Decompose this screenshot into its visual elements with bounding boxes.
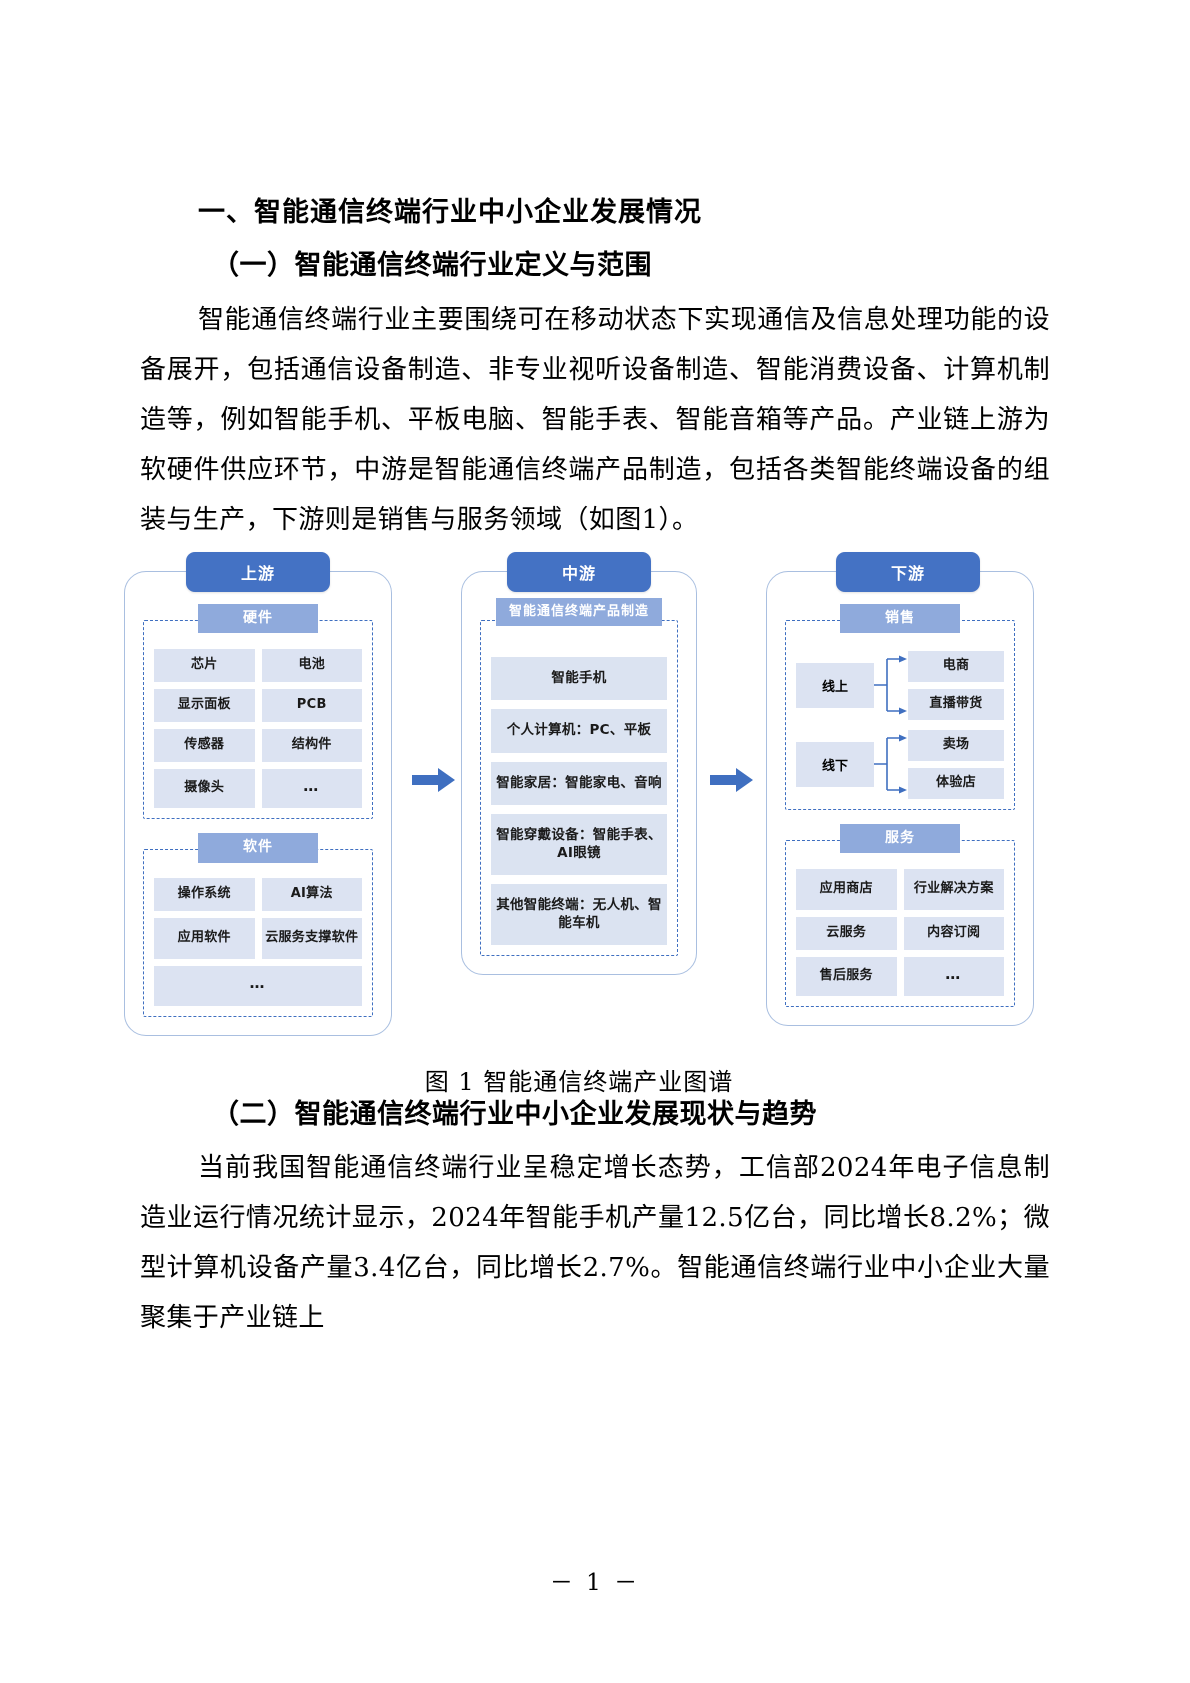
cell-item: 智能家居：智能家电、音响 xyxy=(491,761,667,806)
cell-item: 云服务 xyxy=(796,916,897,950)
cell-item: 电池 xyxy=(261,648,362,682)
diagram-container: 上游 硬件 芯片 电池 显示面板 PCB 传感器 结构件 摄像头 … xyxy=(124,551,1034,1036)
cell-item: 卖场 xyxy=(908,729,1004,761)
cell-item: AI算法 xyxy=(261,878,362,912)
group-label-product-manufacturing: 智能通信终端产品制造 xyxy=(496,597,662,626)
sub-heading-status-trend: （二）智能通信终端行业中小企业发展现状与趋势 xyxy=(212,1098,817,1130)
service-cell-grid: 应用商店 行业解决方案 云服务 内容订阅 售后服务 … xyxy=(796,868,1004,997)
branch-connector xyxy=(874,651,908,720)
cell-item: 直播带货 xyxy=(908,688,1004,720)
stage-label-upstream: 上游 xyxy=(186,551,330,592)
flow-arrow-upstream-to-midstream xyxy=(412,767,455,792)
group-software: 软件 操作系统 AI算法 应用软件 云服务支撑软件 … xyxy=(143,833,373,1017)
cell-item: PCB xyxy=(261,688,362,722)
branch-online: 线上 电商 直播带货 xyxy=(796,650,1004,720)
cell-item: 其他智能终端：无人机、智能车机 xyxy=(491,884,667,946)
cell-item: 售后服务 xyxy=(796,956,897,997)
group-label-hardware: 硬件 xyxy=(198,603,318,634)
stage-label-downstream: 下游 xyxy=(835,551,980,592)
figure-caption: 图 1 智能通信终端产业图谱 xyxy=(424,1067,734,1096)
cell-item: 云服务支撑软件 xyxy=(261,918,362,960)
group-sales: 销售 线上 电商 直播带货 xyxy=(785,603,1015,810)
cell-item: 内容订阅 xyxy=(903,916,1004,950)
cell-item-ellipsis: … xyxy=(154,966,362,1006)
cell-item: 个人计算机：PC、平板 xyxy=(491,709,667,753)
group-service: 服务 应用商店 行业解决方案 云服务 内容订阅 售后服务 … xyxy=(785,823,1015,1008)
paragraph-status-trend: 当前我国智能通信终端行业呈稳定增长态势，工信部2024年电子信息制造业运行情况统… xyxy=(140,1152,1050,1333)
page-number: － 1 － xyxy=(549,1570,641,1596)
figure-industry-map: 上游 硬件 芯片 电池 显示面板 PCB 传感器 结构件 摄像头 … xyxy=(124,551,1034,1097)
group-label-software: 软件 xyxy=(198,833,318,863)
software-cell-grid: 操作系统 AI算法 应用软件 云服务支撑软件 … xyxy=(154,878,362,1006)
cell-item: 显示面板 xyxy=(154,688,255,722)
cell-item: 行业解决方案 xyxy=(903,868,1004,910)
stage-label-midstream: 中游 xyxy=(507,551,651,592)
flow-arrow-midstream-to-downstream xyxy=(710,767,753,792)
group-label-sales: 销售 xyxy=(840,603,960,634)
cell-item: 智能穿戴设备：智能手表、AI眼镜 xyxy=(491,814,667,876)
branch-connector xyxy=(874,730,908,799)
sub-heading-definition: （一）智能通信终端行业定义与范围 xyxy=(212,250,652,282)
cell-item-ellipsis: … xyxy=(903,956,1004,997)
cell-item: 电商 xyxy=(908,650,1004,682)
branch-source-label: 线上 xyxy=(796,662,874,708)
cell-item: 摄像头 xyxy=(154,768,255,809)
group-label-service: 服务 xyxy=(840,823,960,854)
stage-midstream: 中游 智能通信终端产品制造 智能手机 个人计算机：PC、平板 智能家居：智能家电… xyxy=(461,551,697,976)
cell-item: 芯片 xyxy=(154,648,255,682)
cell-item: 应用商店 xyxy=(796,868,897,910)
paragraph-definition: 智能通信终端行业主要围绕可在移动状态下实现通信及信息处理功能的设备展开，包括通信… xyxy=(140,304,1050,535)
group-hardware: 硬件 芯片 电池 显示面板 PCB 传感器 结构件 摄像头 … xyxy=(143,603,373,820)
stage-upstream: 上游 硬件 芯片 电池 显示面板 PCB 传感器 结构件 摄像头 … xyxy=(124,551,392,1036)
branch-targets-online: 电商 直播带货 xyxy=(908,650,1004,720)
cell-item-ellipsis: … xyxy=(261,768,362,809)
cell-item: 传感器 xyxy=(154,728,255,762)
section-heading: 一、智能通信终端行业中小企业发展情况 xyxy=(198,197,702,228)
cell-item: 结构件 xyxy=(261,728,362,762)
hardware-cell-grid: 芯片 电池 显示面板 PCB 传感器 结构件 摄像头 … xyxy=(154,648,362,809)
midstream-cell-list: 智能手机 个人计算机：PC、平板 智能家居：智能家电、音响 智能穿戴设备：智能手… xyxy=(491,656,667,946)
branch-targets-offline: 卖场 体验店 xyxy=(908,729,1004,799)
cell-item: 智能手机 xyxy=(491,656,667,701)
cell-item: 应用软件 xyxy=(154,918,255,960)
branch-source-label: 线下 xyxy=(796,741,874,787)
group-product-manufacturing: 智能通信终端产品制造 智能手机 个人计算机：PC、平板 智能家居：智能家电、音响… xyxy=(480,597,678,957)
cell-item: 操作系统 xyxy=(154,878,255,912)
cell-item: 体验店 xyxy=(908,767,1004,799)
branch-offline: 线下 卖场 体验店 xyxy=(796,729,1004,799)
stage-downstream: 下游 销售 线上 电商 xyxy=(766,551,1034,1027)
